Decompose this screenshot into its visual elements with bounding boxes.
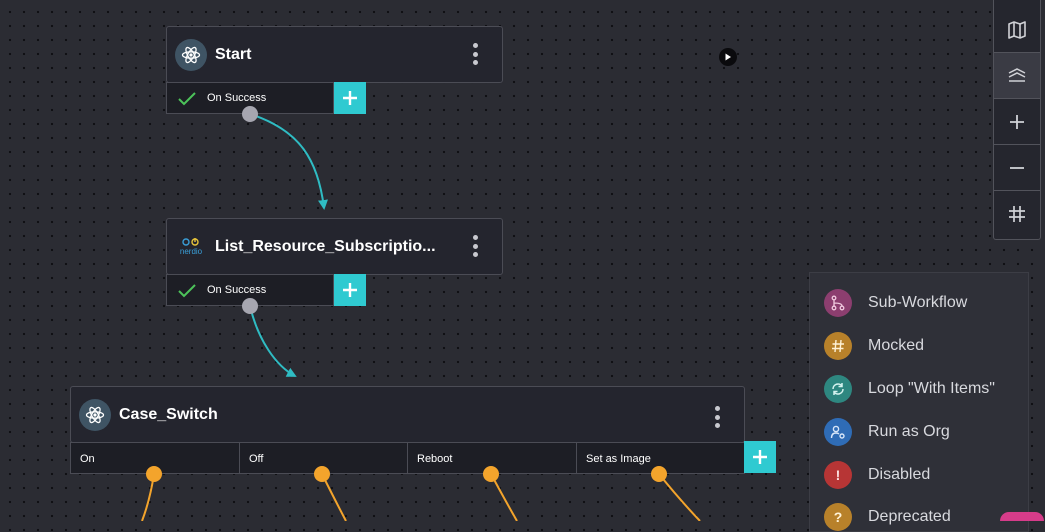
question-icon: ? (824, 503, 852, 531)
output-port[interactable] (314, 466, 330, 482)
add-step-button[interactable] (334, 82, 366, 114)
exclamation-icon: ! (824, 461, 852, 489)
floating-action-button[interactable] (1000, 512, 1044, 521)
add-case-button[interactable] (744, 441, 776, 473)
plus-icon (343, 283, 357, 297)
node-title: Start (215, 46, 252, 63)
map-button[interactable] (994, 7, 1040, 53)
atom-icon (175, 39, 207, 71)
kebab-menu-icon[interactable] (469, 233, 481, 259)
nerdio-logo: nerdio (175, 237, 207, 257)
case-connector-set-as-image (658, 473, 701, 521)
node-title: Case_Switch (119, 406, 218, 423)
start-node[interactable]: Start (166, 26, 503, 83)
layers-icon (1008, 67, 1026, 82)
case-connector-reboot (490, 473, 518, 521)
canvas-toolbar (993, 0, 1041, 240)
case-output-bar: On Off Reboot Set as Image (70, 442, 745, 474)
legend-item-sub-workflow: Sub-Workflow (824, 289, 967, 317)
atom-icon (79, 399, 111, 431)
legend-label: Mocked (868, 337, 925, 354)
list-resource-node[interactable]: nerdio List_Resource_Subscriptio... (166, 218, 503, 275)
plus-icon (343, 91, 357, 105)
brand-text: nerdio (180, 247, 203, 256)
connector-start-to-list (249, 113, 328, 210)
legend-label: Run as Org (868, 423, 950, 440)
legend-item-loop: Loop "With Items" (824, 375, 995, 403)
map-icon (1008, 20, 1026, 39)
plus-icon (753, 450, 767, 464)
case-cell-reboot: Reboot (408, 443, 577, 473)
output-port[interactable] (651, 466, 667, 482)
kebab-menu-icon[interactable] (711, 404, 723, 430)
case-label: On (80, 453, 95, 465)
legend-item-mocked: Mocked (824, 332, 924, 360)
grid-button[interactable] (994, 191, 1040, 237)
case-cell-off: Off (240, 443, 408, 473)
loop-icon (824, 375, 852, 403)
legend-label: Sub-Workflow (868, 294, 968, 311)
output-label: On Success (207, 284, 267, 296)
legend-item-deprecated: ? Deprecated (824, 503, 951, 531)
legend-label: Deprecated (868, 508, 951, 525)
case-label: Set as Image (586, 453, 651, 465)
case-cell-on: On (71, 443, 240, 473)
legend-panel: Sub-Workflow Mocked Loop "With Items" Ru… (809, 272, 1029, 532)
legend-label: Loop "With Items" (868, 380, 995, 397)
output-port[interactable] (483, 466, 499, 482)
play-icon (725, 53, 731, 61)
add-step-button[interactable] (334, 274, 366, 306)
zoom-out-button[interactable] (994, 145, 1040, 191)
case-label: Reboot (417, 453, 453, 465)
legend-item-disabled: ! Disabled (824, 461, 930, 489)
case-label: Off (249, 453, 264, 465)
sub-workflow-icon (824, 289, 852, 317)
output-port[interactable] (242, 298, 258, 314)
user-gear-icon (824, 418, 852, 446)
case-cell-set-as-image: Set as Image (577, 443, 745, 473)
check-icon (178, 284, 196, 298)
kebab-menu-icon[interactable] (469, 41, 481, 67)
zoom-in-button[interactable] (994, 99, 1040, 145)
output-port[interactable] (146, 466, 162, 482)
connector-list-to-case (249, 305, 297, 377)
grid-icon (1009, 206, 1025, 222)
output-port[interactable] (242, 106, 258, 122)
legend-item-run-as-org: Run as Org (824, 418, 950, 446)
node-title: List_Resource_Subscriptio... (215, 238, 436, 255)
case-switch-node[interactable]: Case_Switch (70, 386, 745, 443)
play-button[interactable] (719, 48, 737, 66)
output-label: On Success (207, 92, 267, 104)
zoom-in-icon (1010, 114, 1024, 129)
legend-label: Disabled (868, 466, 931, 483)
check-icon (178, 92, 196, 106)
zoom-out-icon (1010, 166, 1024, 169)
layers-button[interactable] (994, 53, 1040, 99)
hash-icon (824, 332, 852, 360)
